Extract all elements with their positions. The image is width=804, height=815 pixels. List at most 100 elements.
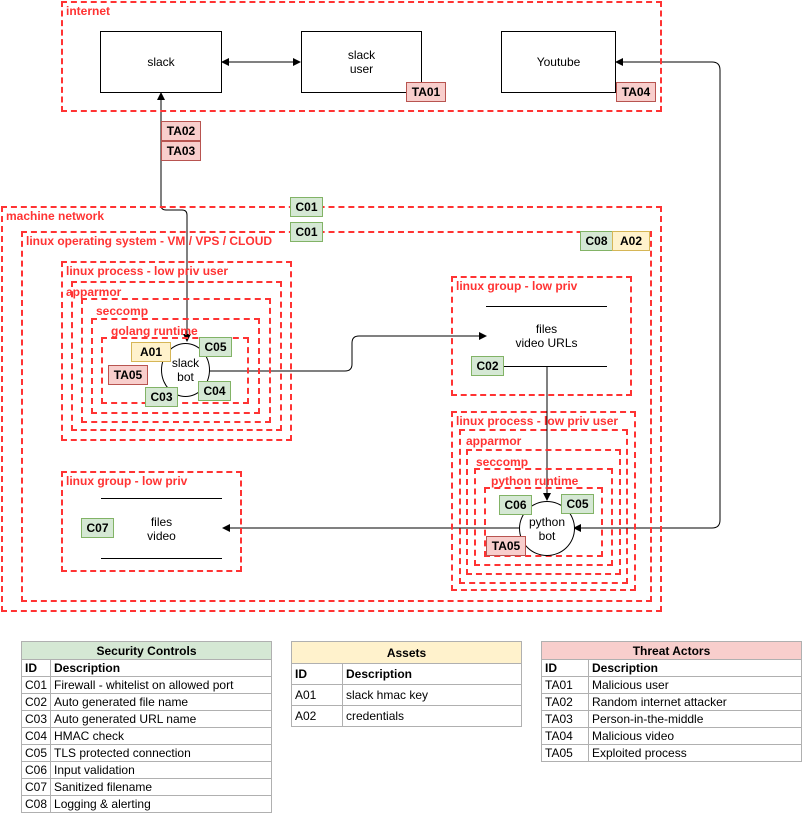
tag-c01-network: C01 — [290, 197, 323, 217]
column-header-id: ID — [541, 659, 589, 677]
column-header-id: ID — [20, 659, 52, 677]
python-runtime-zone — [484, 487, 603, 557]
tag-a01: A01 — [131, 342, 171, 362]
left-apparmor-label: apparmor — [66, 285, 122, 299]
legend-id-cell: A02 — [291, 705, 343, 727]
connector-youtube-pythonbot — [573, 58, 721, 532]
legend-description-cell: Exploited process — [588, 744, 802, 762]
legend-description-cell: Sanitized filename — [50, 778, 272, 796]
tag-c07: C07 — [81, 518, 114, 538]
threat-actors-title: Threat Actors — [541, 641, 802, 660]
tag-c04: C04 — [198, 381, 231, 401]
left-process-zone-inner — [71, 281, 282, 431]
legend-description-cell: TLS protected connection — [50, 744, 272, 762]
security-controls-title: Security Controls — [21, 641, 272, 660]
golang-runtime-label: golang runtime — [111, 324, 198, 338]
store-bottom-line — [101, 558, 222, 559]
linux-os-label: linux operating system - VM / VPS / CLOU… — [26, 234, 273, 248]
legend-description-cell: Random internet attacker — [588, 693, 802, 711]
legend-id-cell: TA04 — [541, 727, 589, 745]
tag-a02: A02 — [612, 231, 650, 251]
column-header-description: Description — [588, 659, 802, 677]
tag-ta03: TA03 — [161, 141, 201, 161]
legend-description-cell: slack hmac key — [342, 684, 522, 706]
store-top-line — [486, 306, 607, 307]
internet-zone-label: internet — [66, 4, 111, 18]
slack-user-node[interactable]: slack user — [301, 31, 422, 93]
legend-id-cell: TA02 — [541, 693, 589, 711]
slack-node[interactable]: slack — [100, 31, 222, 93]
right-seccomp-zone — [474, 468, 613, 566]
legend-description-cell: Malicious user — [588, 676, 802, 694]
tag-c06: C06 — [499, 495, 532, 515]
store-bottom-line — [486, 366, 607, 367]
legend-id-cell: C04 — [20, 727, 52, 745]
tag-ta04: TA04 — [616, 82, 656, 102]
tag-c08: C08 — [580, 231, 613, 251]
right-apparmor-label: apparmor — [466, 434, 522, 448]
left-process-zone-outer — [61, 261, 292, 441]
legend-id-cell: TA03 — [541, 710, 589, 728]
left-seccomp-label: seccomp — [96, 304, 149, 318]
python-runtime-label: python runtime — [491, 474, 579, 488]
legend-description-cell: Auto generated URL name — [50, 710, 272, 728]
legend-description-cell: Auto generated file name — [50, 693, 272, 711]
machine-network-label: machine network — [6, 209, 105, 223]
store-top-line — [101, 498, 222, 499]
right-process-zone-inner — [459, 429, 628, 584]
left-apparmor-zone — [81, 298, 271, 423]
left-group-zone — [61, 471, 242, 572]
legend-description-cell: Person-in-the-middle — [588, 710, 802, 728]
left-process-label: linux process - low priv user — [66, 264, 229, 278]
internet-zone — [61, 1, 662, 112]
tag-ta05-pythonbot: TA05 — [486, 536, 526, 556]
legend-id-cell: A01 — [291, 684, 343, 706]
column-header-id: ID — [291, 663, 343, 685]
youtube-node[interactable]: Youtube — [501, 31, 616, 93]
right-group-zone — [451, 276, 632, 396]
legend-id-cell: C08 — [20, 795, 52, 813]
legend-description-cell: credentials — [342, 705, 522, 727]
linux-os-zone — [21, 231, 652, 602]
tag-ta05-slackbot: TA05 — [108, 365, 148, 385]
right-group-label: linux group - low priv — [456, 279, 578, 293]
legend-id-cell: C02 — [20, 693, 52, 711]
files-urls-store[interactable]: files video URLs — [515, 322, 578, 350]
tag-c05-pythonbot: C05 — [561, 494, 594, 514]
legend-description-cell: Input validation — [50, 761, 272, 779]
tag-ta01: TA01 — [406, 82, 446, 102]
legend-id-cell: C03 — [20, 710, 52, 728]
column-header-description: Description — [342, 663, 522, 685]
right-apparmor-zone — [466, 449, 621, 575]
right-process-label: linux process - low priv user — [456, 414, 619, 428]
legend-id-cell: C06 — [20, 761, 52, 779]
right-seccomp-label: seccomp — [476, 455, 529, 469]
files-video-store[interactable]: files video — [147, 515, 176, 543]
machine-network-zone — [1, 206, 662, 612]
left-group-label: linux group - low priv — [66, 474, 188, 488]
legend-id-cell: TA01 — [541, 676, 589, 694]
tag-c02: C02 — [471, 356, 504, 376]
legend-id-cell: TA05 — [541, 744, 589, 762]
tag-c01-os: C01 — [290, 222, 323, 242]
legend-description-cell: HMAC check — [50, 727, 272, 745]
legend-description-cell: Malicious video — [588, 727, 802, 745]
